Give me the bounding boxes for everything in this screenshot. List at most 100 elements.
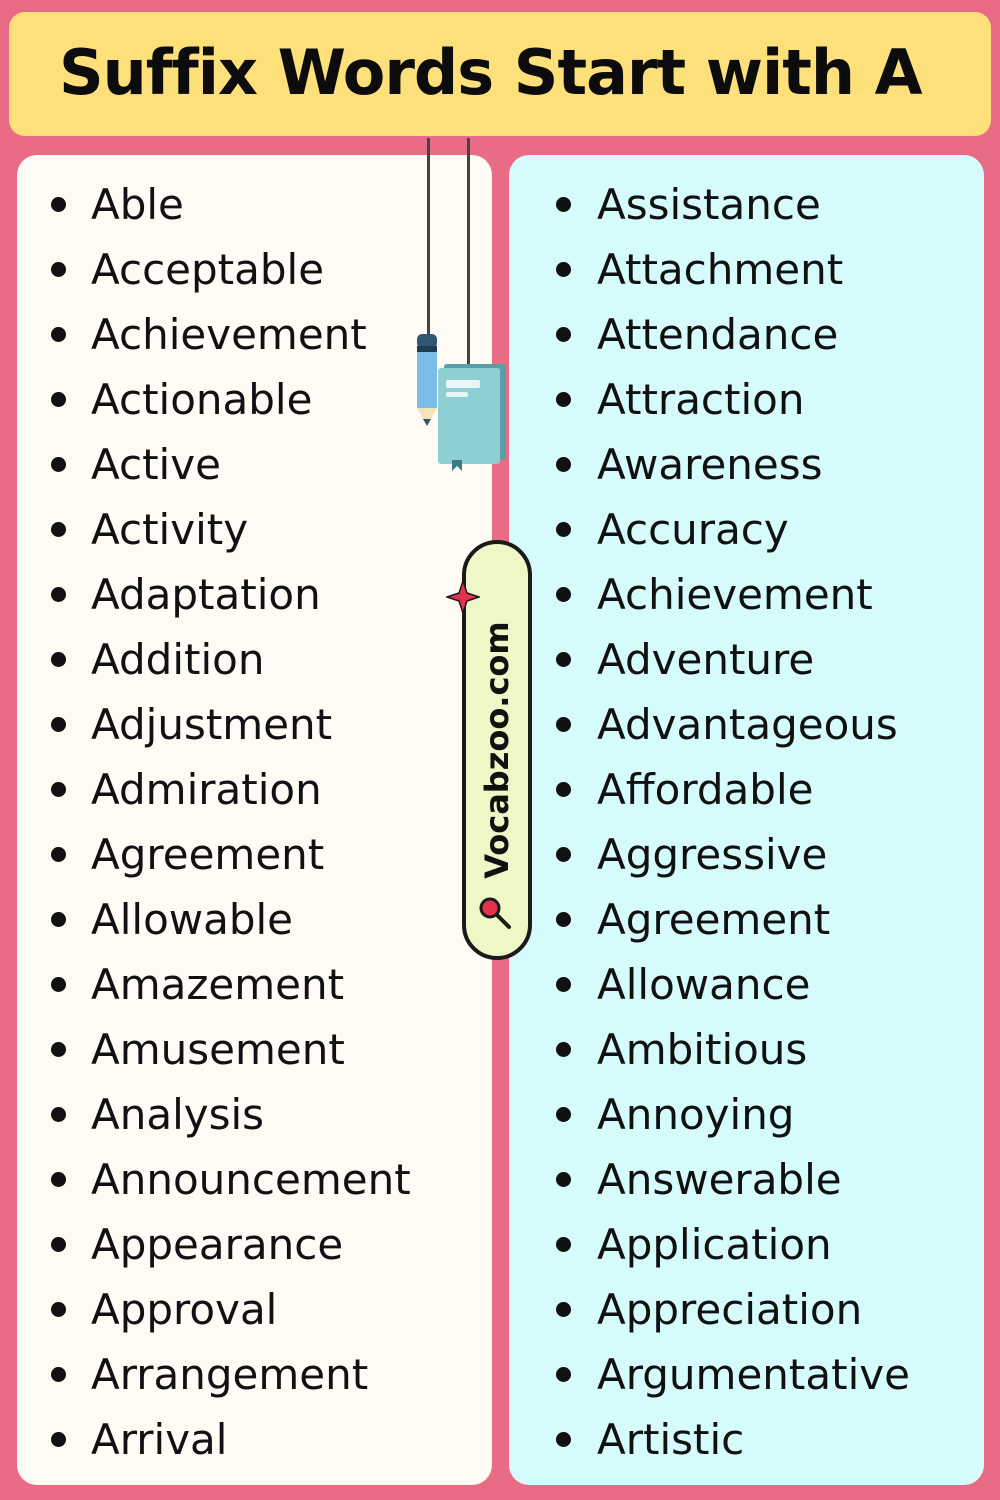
bullet-icon	[556, 197, 571, 212]
word-text: Advantageous	[597, 700, 898, 749]
word-text: Attraction	[597, 375, 805, 424]
bullet-icon	[51, 1042, 66, 1057]
list-item: Adventure	[509, 627, 984, 692]
list-item: Appreciation	[509, 1277, 984, 1342]
word-text: Acceptable	[91, 245, 325, 294]
list-item: Accuracy	[509, 497, 984, 562]
bullet-icon	[556, 1237, 571, 1252]
bullet-icon	[51, 717, 66, 732]
word-text: Awareness	[597, 440, 823, 489]
list-item: Advantageous	[509, 692, 984, 757]
bullet-icon	[51, 457, 66, 472]
pencil-icon	[417, 334, 437, 426]
list-item: Achievement	[509, 562, 984, 627]
bullet-icon	[51, 912, 66, 927]
bullet-icon	[556, 1367, 571, 1382]
list-item: Attachment	[509, 237, 984, 302]
word-text: Adventure	[597, 635, 815, 684]
list-item: Argumentative	[509, 1342, 984, 1407]
word-text: Ambitious	[597, 1025, 808, 1074]
word-text: Achievement	[597, 570, 873, 619]
list-item: Addition	[17, 627, 492, 692]
bullet-icon	[556, 912, 571, 927]
bullet-icon	[51, 1237, 66, 1252]
word-text: Allowable	[91, 895, 294, 944]
list-item: Admiration	[17, 757, 492, 822]
bullet-icon	[556, 1302, 571, 1317]
bullet-icon	[556, 652, 571, 667]
list-item: Adaptation	[17, 562, 492, 627]
site-watermark: Vocabzoo.com	[462, 540, 532, 960]
list-item: Announcement	[17, 1147, 492, 1212]
list-item: Aggressive	[509, 822, 984, 887]
list-item: Awareness	[509, 432, 984, 497]
word-text: Amazement	[91, 960, 345, 1009]
word-text: Attendance	[597, 310, 839, 359]
word-text: Answerable	[597, 1155, 842, 1204]
list-item: Assistance	[509, 172, 984, 237]
magnifier-icon	[479, 897, 511, 929]
bullet-icon	[51, 1367, 66, 1382]
bullet-icon	[51, 1172, 66, 1187]
word-text: Addition	[91, 635, 265, 684]
bullet-icon	[51, 977, 66, 992]
list-item: Answerable	[509, 1147, 984, 1212]
word-text: Achievement	[91, 310, 367, 359]
list-item: Amazement	[17, 952, 492, 1017]
bullet-icon	[556, 327, 571, 342]
page-title: Suffix Words Start with A	[59, 36, 923, 109]
sparkle-icon	[446, 580, 480, 614]
word-text: Activity	[91, 505, 249, 554]
list-item: Ambitious	[509, 1017, 984, 1082]
list-item: Adjustment	[17, 692, 492, 757]
bullet-icon	[556, 522, 571, 537]
word-text: Adjustment	[91, 700, 333, 749]
list-item: Activity	[17, 497, 492, 562]
bullet-icon	[51, 327, 66, 342]
list-item: Appearance	[17, 1212, 492, 1277]
word-text: Able	[91, 180, 184, 229]
word-text: Amusement	[91, 1025, 345, 1074]
bullet-icon	[51, 262, 66, 277]
word-text: Artistic	[597, 1415, 745, 1464]
word-text: Affordable	[597, 765, 814, 814]
list-item: Active	[17, 432, 492, 497]
list-item: Approval	[17, 1277, 492, 1342]
word-text: Annoying	[597, 1090, 795, 1139]
word-text: Arrival	[91, 1415, 228, 1464]
list-item: Achievement	[17, 302, 492, 367]
bullet-icon	[51, 1302, 66, 1317]
word-text: Analysis	[91, 1090, 265, 1139]
word-text: Argumentative	[597, 1350, 910, 1399]
list-item: Agreement	[17, 822, 492, 887]
word-text: Adaptation	[91, 570, 321, 619]
watermark-text: Vocabzoo.com	[478, 621, 516, 879]
word-text: Admiration	[91, 765, 322, 814]
list-item: Amusement	[17, 1017, 492, 1082]
word-text: Allowance	[597, 960, 811, 1009]
list-item: Able	[17, 172, 492, 237]
bullet-icon	[556, 1107, 571, 1122]
list-item: Affordable	[509, 757, 984, 822]
list-item: Attendance	[509, 302, 984, 367]
bullet-icon	[556, 587, 571, 602]
bullet-icon	[556, 457, 571, 472]
bullet-icon	[51, 587, 66, 602]
word-text: Aggressive	[597, 830, 828, 879]
word-text: Application	[597, 1220, 832, 1269]
bullet-icon	[556, 1432, 571, 1447]
word-text: Accuracy	[597, 505, 789, 554]
bullet-icon	[556, 1172, 571, 1187]
list-item: Annoying	[509, 1082, 984, 1147]
bullet-icon	[51, 847, 66, 862]
bullet-icon	[556, 1042, 571, 1057]
bullet-icon	[51, 522, 66, 537]
list-item: Acceptable	[17, 237, 492, 302]
list-item: Attraction	[509, 367, 984, 432]
word-text: Actionable	[91, 375, 313, 424]
list-item: Agreement	[509, 887, 984, 952]
word-text: Agreement	[91, 830, 325, 879]
